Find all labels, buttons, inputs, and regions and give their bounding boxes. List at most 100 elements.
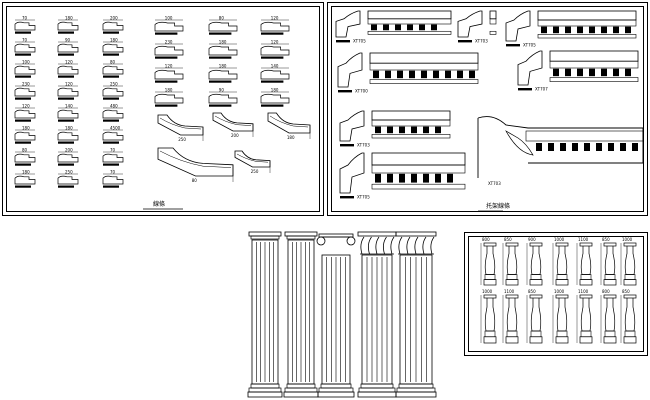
moulding-profile: 120 [260, 40, 290, 59]
moulding-profile: 120 [57, 82, 79, 100]
cornice-section: XT703 [339, 110, 451, 148]
moulding-profile: 230 [154, 40, 184, 59]
baluster-dimension: 900 [528, 237, 536, 242]
profile-dimension: 230 [22, 82, 30, 87]
moulding-profile: 180 [57, 126, 79, 144]
cornice-sheet-title: 托架線條 [486, 202, 510, 210]
baluster-sheet-border [468, 236, 644, 352]
profile-dimension: 230 [165, 40, 173, 45]
profile-dimension: 180 [65, 16, 73, 21]
baluster-dimension: 850 [504, 237, 512, 242]
crown-dimension: 200 [231, 133, 239, 138]
crown-dimension: 250 [178, 137, 186, 142]
baluster-sheet: 800 850 900 1000 1100 850 1000 1000 1100 850 1000 1… [464, 232, 648, 356]
moulding-profile: 4500 [102, 126, 124, 144]
crown-dimension: 80 [192, 178, 198, 183]
moulding-profile: 200 [57, 148, 79, 166]
moulding-profile: 180 [14, 170, 36, 188]
profile-dimension: 70 [110, 170, 116, 175]
profile-dimension: 90 [65, 38, 71, 43]
baluster: 1100 [502, 289, 519, 344]
profiles-sheet-title: 線條 [153, 200, 165, 208]
moulding-profile: 120 [260, 16, 290, 35]
moulding-profile: 120 [57, 60, 79, 78]
corinthian-column [357, 231, 397, 398]
crown-dimension: 180 [287, 135, 295, 140]
profile-dimension: 120 [65, 60, 73, 65]
profile-dimension: 120 [271, 40, 279, 45]
cornice-code: XT707 [535, 87, 548, 92]
baluster: 1100 [576, 237, 593, 286]
baluster-dimension: 1100 [578, 237, 589, 242]
baluster: 1000 [480, 289, 497, 344]
baluster-dimension: 1000 [554, 237, 565, 242]
baluster: 850 [502, 237, 519, 286]
cornice-section: XT707 [517, 50, 639, 92]
tuscan-column [247, 231, 283, 398]
profile-dimension: 70 [22, 16, 28, 21]
baluster-dimension: 1100 [504, 289, 515, 294]
profile-dimension: 250 [65, 170, 73, 175]
baluster: 850 [526, 289, 543, 344]
crown-moulding: 80 [157, 147, 234, 183]
profile-dimension: 90 [219, 88, 225, 93]
baluster: 1000 [552, 237, 569, 286]
baluster: 800 [480, 237, 497, 286]
profile-dimension: 140 [65, 104, 73, 109]
moulding-profile: 230 [14, 82, 36, 100]
moulding-profile: 80 [14, 148, 36, 166]
baluster-dimension: 850 [622, 289, 630, 294]
baluster: 850 [620, 289, 637, 344]
baluster-dimension: 1000 [622, 237, 633, 242]
cornice-section: XT700 [337, 52, 479, 94]
crown-moulding: 200 [212, 112, 254, 138]
profile-dimension: 180 [165, 88, 173, 93]
profile-dimension: 180 [271, 88, 279, 93]
baluster-dimension: 1000 [482, 289, 493, 294]
crown-moulding: 180 [267, 112, 311, 140]
moulding-profile: 180 [154, 88, 184, 107]
baluster-dimension: 1000 [554, 289, 565, 294]
doric-column [283, 231, 319, 398]
cornice-section: XT705 [339, 152, 466, 200]
moulding-profile: 180 [102, 38, 124, 56]
moulding-profile: 180 [208, 40, 238, 59]
moulding-profile: 140 [57, 104, 79, 122]
baluster-dimension: 850 [602, 237, 610, 242]
crown-moulding: 250 [157, 114, 204, 142]
profile-dimension: 120 [165, 64, 173, 69]
profile-dimension: 180 [219, 64, 227, 69]
profile-dimension: 180 [219, 40, 227, 45]
cornice-sheet-border [331, 6, 644, 212]
composite-column [395, 231, 437, 398]
baluster-dimension: 1100 [578, 289, 589, 294]
moulding-profile: 250 [102, 82, 124, 100]
baluster: 800 [600, 289, 617, 344]
baluster: 900 [526, 237, 543, 286]
moulding-profile: 250 [57, 170, 79, 188]
cornice-code: XT703 [357, 143, 370, 148]
profile-dimension: 80 [22, 148, 28, 153]
cornice-code: XT705 [357, 195, 370, 200]
bracket-cornice: XT703 [477, 116, 644, 186]
baluster-drawing: 800 850 900 1000 1100 850 1000 1000 1100 850 1000 1… [480, 237, 637, 344]
moulding-profiles-drawing: 線條 7070100230120180801801809012012014018… [14, 16, 311, 210]
moulding-profile: 180 [57, 16, 79, 34]
profile-dimension: 180 [22, 170, 30, 175]
cornice-code: XT703 [488, 181, 501, 186]
moulding-profile: 70 [14, 38, 36, 56]
baluster: 1100 [576, 289, 593, 344]
moulding-profile: 180 [260, 88, 290, 107]
moulding-profile: 120 [14, 104, 36, 122]
moulding-profile: 90 [208, 88, 238, 107]
moulding-profile: 140 [260, 64, 290, 83]
profile-dimension: 70 [22, 38, 28, 43]
profile-dimension: 480 [110, 104, 118, 109]
baluster: 850 [600, 237, 617, 286]
cornice-section: XT705 [335, 10, 452, 44]
moulding-profile: 120 [154, 64, 184, 83]
